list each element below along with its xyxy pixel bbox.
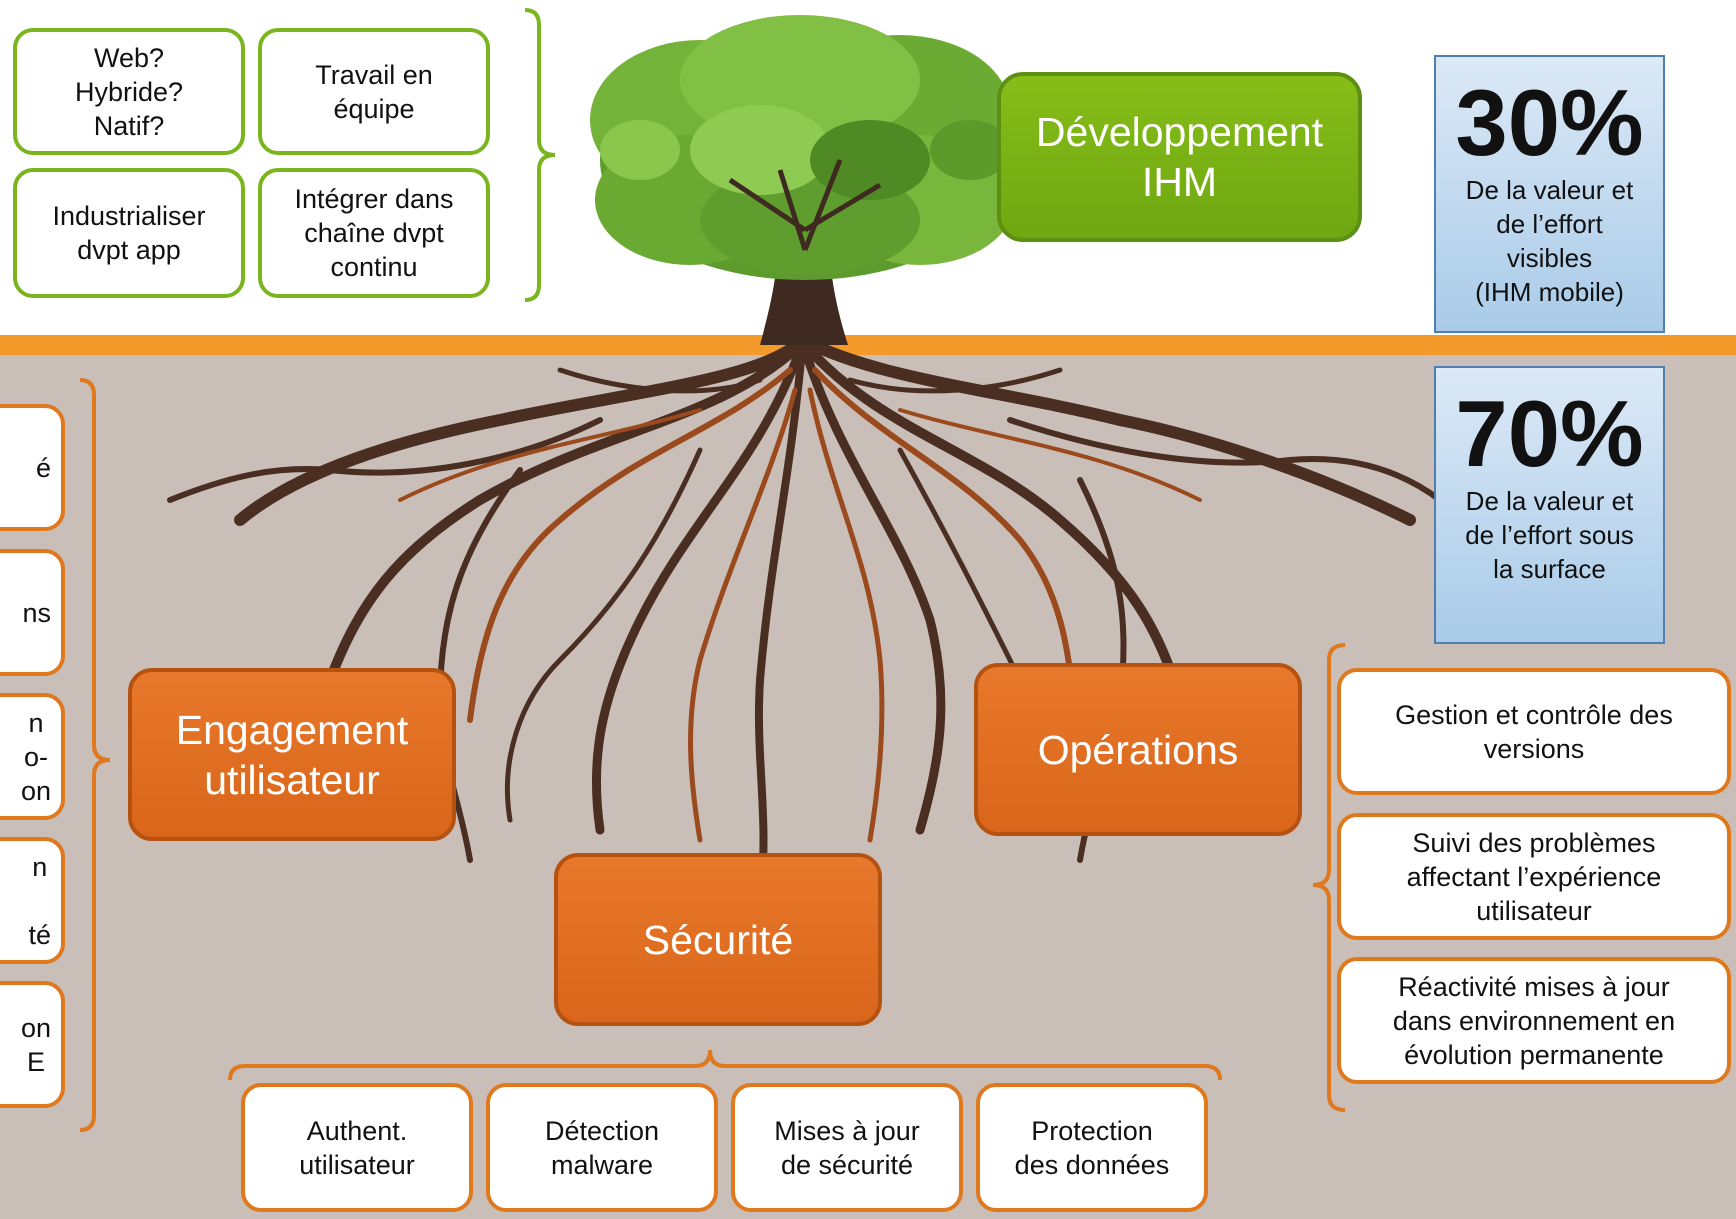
stat-visible-box: 30% De la valeur et de l’effort visibles… [1434, 55, 1665, 333]
left-box-5: on E [0, 981, 65, 1108]
stat-visible-text: De la valeur et de l’effort visibles (IH… [1465, 175, 1634, 307]
box-text: Réactivité mises à jour dans environneme… [1392, 971, 1676, 1070]
dev-ihm-box: Développement IHM [997, 72, 1362, 242]
box-text: é [35, 452, 51, 483]
malware-detection-box: Détection malware [486, 1083, 718, 1212]
box-text: Détection malware [544, 1115, 660, 1180]
data-protection-box: Protection des données [976, 1083, 1208, 1212]
surface-line [0, 335, 1736, 355]
left-box-4: n té [0, 837, 65, 964]
operations-category: Opérations [974, 663, 1302, 836]
top-bracket [524, 8, 556, 302]
update-reactivity-box: Réactivité mises à jour dans environneme… [1337, 957, 1731, 1084]
version-management-box: Gestion et contrôle des versions [1337, 668, 1731, 795]
left-box-3: n o- on [0, 693, 65, 820]
box-text: Travail en équipe [315, 59, 433, 124]
integrate-chain-box: Intégrer dans chaîne dvpt continu [258, 168, 490, 298]
box-text: Suivi des problèmes affectant l’expérien… [1406, 827, 1662, 926]
right-bracket [1312, 643, 1346, 1112]
box-text: Protection des données [1014, 1115, 1170, 1180]
operations-label: Opérations [1037, 726, 1239, 773]
box-text: on E [20, 1012, 51, 1077]
bottom-bracket [228, 1049, 1222, 1081]
engagement-category: Engagement utilisateur [128, 668, 456, 841]
issue-tracking-box: Suivi des problèmes affectant l’expérien… [1337, 813, 1731, 940]
box-text: Web? Hybride? Natif? [74, 42, 184, 141]
box-text: Industrialiser dvpt app [52, 201, 206, 265]
box-text: n o- on [20, 707, 51, 806]
box-text: Gestion et contrôle des versions [1395, 699, 1673, 764]
teamwork-box: Travail en équipe [258, 28, 490, 155]
stat-visible-percent: 30% [1455, 70, 1644, 175]
left-box-2: ns [0, 549, 65, 676]
box-text: Mises à jour de sécurité [774, 1115, 920, 1180]
box-text: n té [28, 851, 51, 950]
web-hybrid-native-box: Web? Hybride? Natif? [13, 28, 245, 155]
dev-ihm-label: Développement IHM [1035, 109, 1324, 205]
industrialize-box: Industrialiser dvpt app [13, 168, 245, 298]
roots-highlight [398, 367, 1202, 843]
stat-hidden-box: 70% De la valeur et de l’effort sous la … [1434, 366, 1665, 644]
engagement-label: Engagement utilisateur [175, 706, 409, 803]
left-box-1: é [0, 404, 65, 531]
box-text: Intégrer dans chaîne dvpt continu [294, 184, 454, 282]
left-bracket [79, 378, 111, 1132]
user-auth-box: Authent. utilisateur [241, 1083, 473, 1212]
box-text: Authent. utilisateur [299, 1115, 415, 1180]
security-category: Sécurité [554, 853, 882, 1026]
security-label: Sécurité [642, 916, 794, 963]
stat-hidden-percent: 70% [1455, 381, 1644, 486]
stat-hidden-text: De la valeur et de l’effort sous la surf… [1465, 486, 1634, 584]
canopy [590, 15, 1015, 280]
security-updates-box: Mises à jour de sécurité [731, 1083, 963, 1212]
box-text: ns [22, 597, 51, 628]
